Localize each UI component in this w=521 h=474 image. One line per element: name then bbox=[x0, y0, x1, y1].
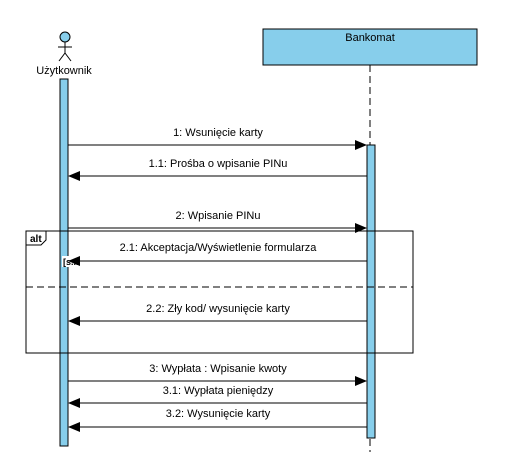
actor-label: Użytkownik bbox=[36, 65, 92, 77]
message-label: 2.2: Zły kod/ wysunięcie karty bbox=[146, 303, 290, 315]
stick-figure-icon bbox=[58, 31, 72, 62]
message-m21: 2.1: Akceptacja/Wyświetlenie formularza bbox=[68, 242, 367, 266]
alt-fragment-tab bbox=[25, 230, 47, 246]
alt-fragment bbox=[25, 230, 414, 354]
message-label: 1: Wsunięcie karty bbox=[173, 127, 263, 139]
message-label: 1.1: Prośba o wpisanie PINu bbox=[149, 158, 288, 170]
system-label: Bankomat bbox=[345, 32, 395, 44]
message-label: 3: Wypłata : Wpisanie kwoty bbox=[149, 363, 287, 375]
message-m11: 1.1: Prośba o wpisanie PINu bbox=[68, 158, 367, 181]
message-m31: 3.1: Wypłata pieniędzy bbox=[68, 385, 367, 408]
message-label: 2.1: Akceptacja/Wyświetlenie formularza bbox=[120, 242, 318, 254]
message-m2: 2: Wpisanie PINu bbox=[68, 210, 367, 233]
message-m22: 2.2: Zły kod/ wysunięcie karty bbox=[68, 303, 367, 326]
message-m1: 1: Wsunięcie karty bbox=[68, 127, 367, 150]
message-label: 2: Wpisanie PINu bbox=[176, 210, 261, 222]
system-activation-bar bbox=[366, 144, 376, 439]
alt-guard-label: [s... bbox=[63, 257, 79, 267]
alt-operator-label: alt bbox=[30, 234, 42, 245]
message-m3: 3: Wypłata : Wpisanie kwoty bbox=[68, 363, 367, 386]
message-label: 3.1: Wypłata pieniędzy bbox=[163, 385, 274, 397]
system-header-box bbox=[262, 28, 478, 66]
message-label: 3.2: Wysunięcie karty bbox=[166, 408, 271, 420]
message-m32: 3.2: Wysunięcie karty bbox=[68, 408, 367, 432]
